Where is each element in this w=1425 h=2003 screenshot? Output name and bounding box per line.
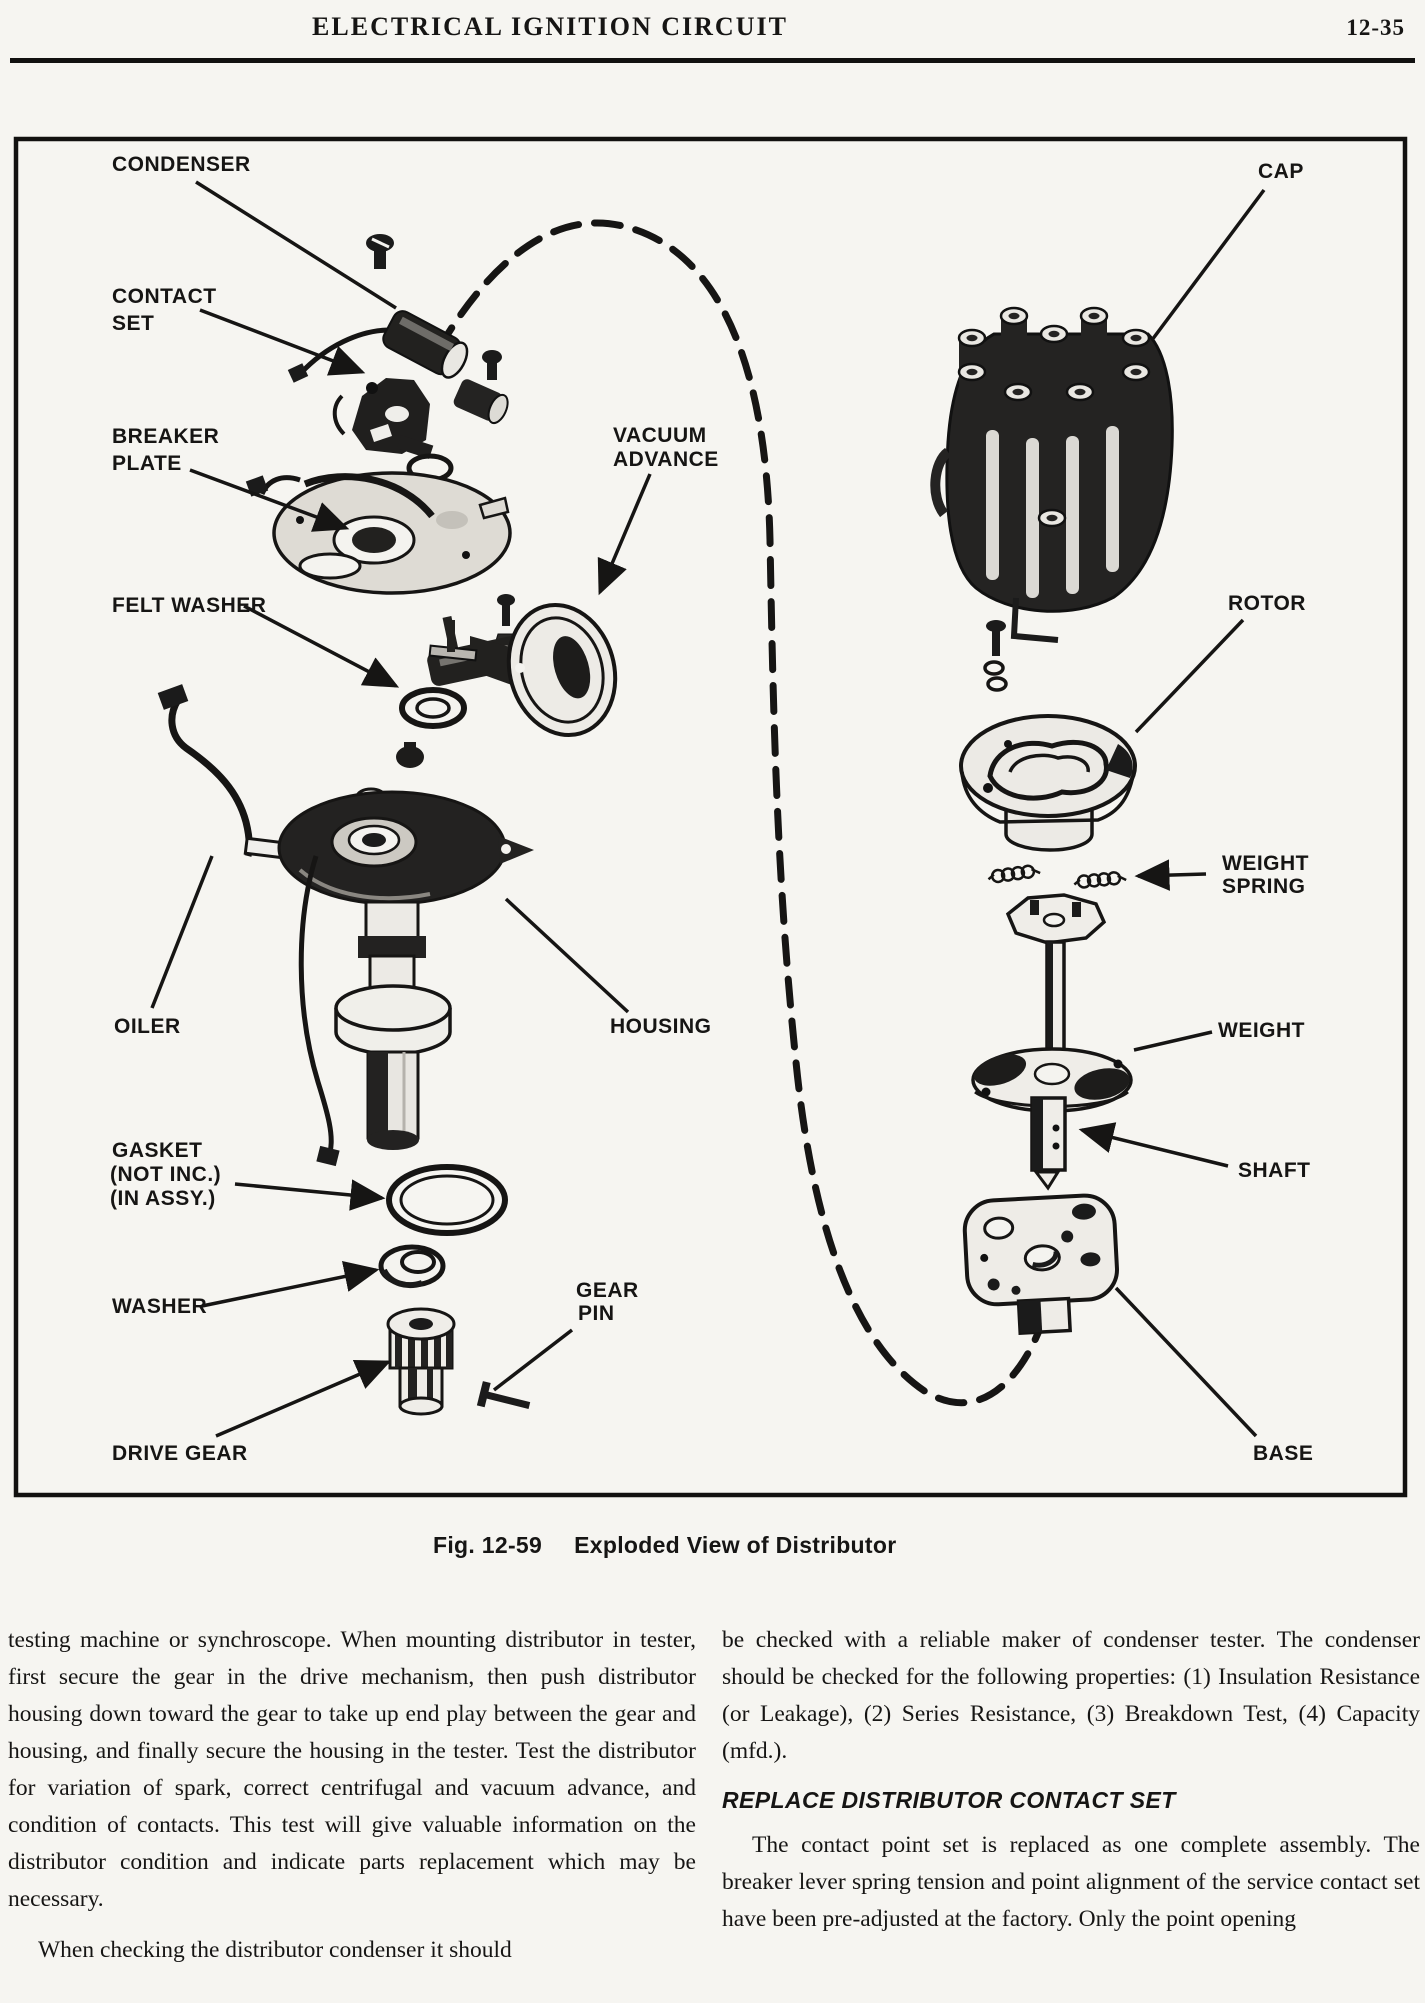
page-title: ELECTRICAL IGNITION CIRCUIT bbox=[312, 12, 788, 41]
washer-drawing bbox=[378, 1244, 446, 1289]
paragraph: The contact point set is replaced as one… bbox=[722, 1832, 1420, 1932]
leader-weight bbox=[1133, 1030, 1213, 1052]
leader-rotor bbox=[1134, 618, 1245, 734]
condenser-screw-drawing bbox=[366, 234, 394, 269]
label-vacuum-advance-line1: VACUUM bbox=[613, 424, 707, 447]
figure-caption-title: Exploded View of Distributor bbox=[574, 1532, 897, 1558]
cap-drawing bbox=[930, 306, 1174, 643]
felt-washer-drawing bbox=[399, 687, 467, 729]
header-rule bbox=[10, 58, 1415, 63]
label-gasket-line2: (NOT INC.) bbox=[110, 1163, 221, 1186]
section-heading: REPLACE DISTRIBUTOR CONTACT SET bbox=[722, 1787, 1176, 1813]
figure-border bbox=[13, 136, 1408, 1498]
label-gasket-line1: GASKET bbox=[112, 1139, 203, 1162]
label-felt-washer: FELT WASHER bbox=[112, 594, 266, 617]
condenser-drawing bbox=[287, 310, 469, 383]
label-cap: CAP bbox=[1258, 160, 1304, 183]
label-housing: HOUSING bbox=[610, 1015, 712, 1038]
page-number: 12-35 bbox=[1346, 15, 1405, 40]
gasket-drawing bbox=[386, 1164, 508, 1236]
leader-felt-washer bbox=[243, 604, 400, 688]
label-oiler: OILER bbox=[114, 1015, 181, 1038]
label-gear-pin-line2: PIN bbox=[578, 1302, 615, 1325]
gear-pin-drawing bbox=[476, 1381, 531, 1409]
leader-contact-set bbox=[199, 308, 366, 376]
label-rotor: ROTOR bbox=[1228, 592, 1306, 615]
spacer-drawing bbox=[453, 379, 509, 425]
label-base: BASE bbox=[1253, 1442, 1313, 1465]
label-breaker-plate-line1: BREAKER bbox=[112, 425, 219, 448]
base-drawing bbox=[962, 1193, 1119, 1335]
leader-vacuum-advance bbox=[597, 473, 652, 596]
leader-lines bbox=[150, 180, 1266, 1438]
housing-drawing bbox=[277, 787, 534, 1167]
leader-drive-gear bbox=[215, 1359, 392, 1438]
label-gear-pin-line1: GEAR bbox=[576, 1279, 639, 1302]
label-vacuum-advance-line2: ADVANCE bbox=[613, 448, 719, 471]
rotor-drawing bbox=[959, 714, 1137, 852]
label-weight-spring-line2: SPRING bbox=[1222, 875, 1306, 898]
label-weight-spring-line1: WEIGHT bbox=[1222, 852, 1309, 875]
figure-caption-number: Fig. 12-59 bbox=[433, 1532, 543, 1558]
figure-caption: Fig. 12-59 Exploded View of Distributor bbox=[433, 1532, 896, 1559]
contact-screw-drawing bbox=[482, 350, 502, 380]
cap-towers bbox=[957, 306, 1151, 528]
paragraph: be checked with a reliable maker of cond… bbox=[722, 1627, 1420, 1764]
leader-weight-spring bbox=[1134, 859, 1207, 891]
label-shaft: SHAFT bbox=[1238, 1159, 1311, 1182]
leader-breaker-plate bbox=[189, 468, 350, 532]
body-right-column: be checked with a reliable maker of cond… bbox=[722, 1622, 1420, 1938]
leader-housing bbox=[504, 897, 630, 1014]
weight-assembly-drawing bbox=[971, 893, 1133, 1113]
label-weight: WEIGHT bbox=[1218, 1019, 1305, 1042]
label-condenser: CONDENSER bbox=[112, 153, 251, 176]
label-contact-set-line1: CONTACT bbox=[112, 285, 217, 308]
leader-base bbox=[1114, 1286, 1258, 1438]
drive-gear-drawing bbox=[386, 1307, 456, 1416]
shaft-drawing bbox=[1030, 1096, 1067, 1191]
vacuum-advance-drawing bbox=[396, 602, 618, 768]
label-contact-set-line2: SET bbox=[112, 312, 154, 335]
leader-oiler bbox=[150, 855, 214, 1009]
leader-gasket bbox=[234, 1179, 386, 1211]
leader-shaft bbox=[1078, 1122, 1229, 1168]
weight-spring-drawing bbox=[987, 864, 1127, 889]
contact-set-drawing bbox=[332, 378, 434, 459]
leader-gear-pin bbox=[492, 1328, 574, 1392]
breaker-plate-drawing bbox=[245, 471, 512, 595]
label-breaker-plate-line2: PLATE bbox=[112, 452, 182, 475]
label-washer: WASHER bbox=[112, 1295, 207, 1318]
paragraph: When checking the distributor condenser … bbox=[38, 1937, 512, 1963]
rotor-screw-drawing bbox=[983, 620, 1008, 692]
leader-cap bbox=[1150, 188, 1266, 342]
leader-condenser bbox=[195, 180, 397, 310]
label-drive-gear: DRIVE GEAR bbox=[112, 1442, 248, 1465]
dashed-lead-line bbox=[434, 219, 1048, 1407]
paragraph: testing machine or synchroscope. When mo… bbox=[8, 1627, 696, 1912]
body-left-column: testing machine or synchroscope. When mo… bbox=[8, 1622, 696, 1969]
label-gasket-line3: (IN ASSY.) bbox=[110, 1187, 216, 1210]
leader-washer bbox=[201, 1260, 380, 1308]
